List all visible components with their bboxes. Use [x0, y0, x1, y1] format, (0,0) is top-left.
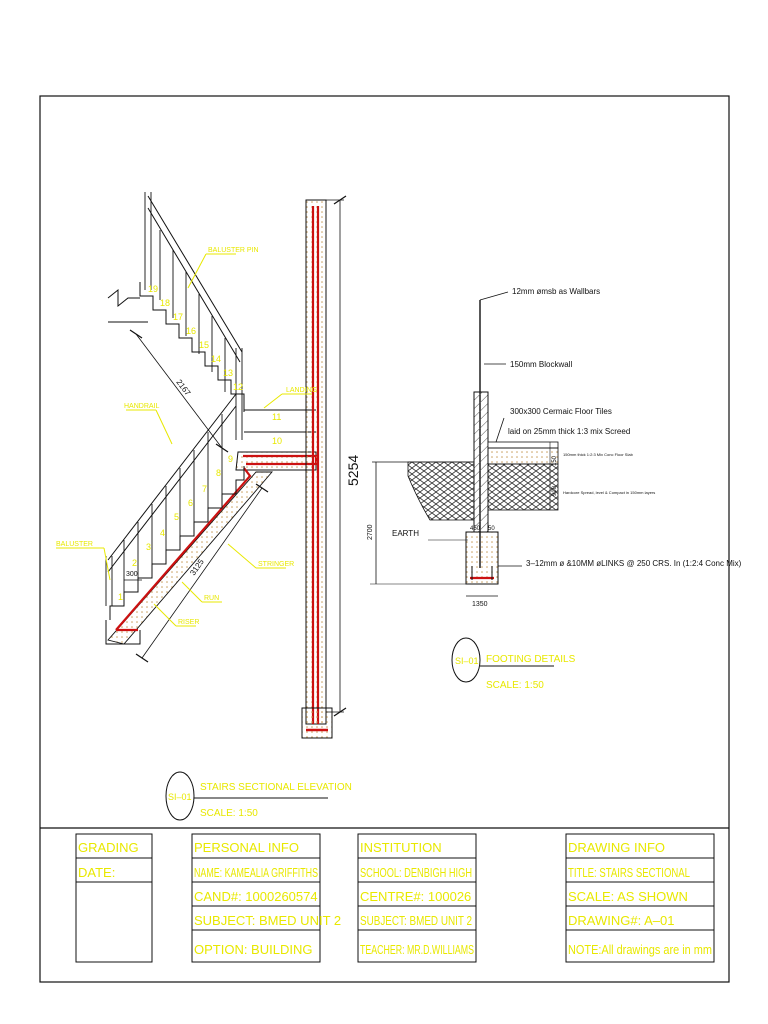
personal-cand: CAND#: 1000260574 — [194, 889, 318, 904]
dim-1350: 1350 — [472, 601, 488, 608]
dim-2700: 2700 — [367, 524, 374, 540]
note-earth: EARTH — [392, 529, 419, 538]
step-15: 15 — [199, 340, 209, 350]
label-stringer: STRINGER — [258, 561, 294, 568]
institution-teacher: TEACHER: MR.D.WILLIAMS — [360, 942, 474, 957]
dim-upper-flight: 2167 — [174, 378, 192, 398]
footing-title-tag: SI–01 — [455, 656, 479, 666]
label-baluster-pin: BALUSTER PIN — [208, 247, 259, 254]
footing-scale: SCALE: 1:50 — [486, 680, 544, 691]
step-16: 16 — [186, 326, 196, 336]
date-label: DATE: — [78, 865, 115, 880]
step-4: 4 — [160, 528, 165, 538]
step-18: 18 — [160, 298, 170, 308]
note-wallbars: 12mm ømsb as Wallbars — [512, 287, 600, 296]
titleblock — [75, 833, 715, 963]
step-numbers: 19 18 17 16 15 14 13 12 11 10 9 8 7 6 5 … — [118, 284, 282, 602]
step-2: 2 — [132, 558, 137, 568]
footing-notes: 12mm ømsb as Wallbars 150mm Blockwall 30… — [367, 287, 742, 608]
label-landing: LANDING — [286, 387, 317, 394]
grading-label: GRADING — [78, 840, 139, 855]
note-tiles-2: laid on 25mm thick 1:3 mix Screed — [508, 427, 630, 436]
drawing-note: NOTE:All drawings are in mm — [568, 942, 712, 957]
dim-900: 900 — [552, 485, 558, 496]
step-3: 3 — [146, 542, 151, 552]
stairs-title-tag: SI–01 — [168, 792, 192, 802]
step-12: 12 — [233, 382, 243, 392]
institution-school: SCHOOL: DENBIGH HIGH — [360, 865, 472, 880]
titleblock-text: GRADING DATE: PERSONAL INFO NAME: KAMEAL… — [78, 840, 712, 957]
stairs-scale: SCALE: 1:50 — [200, 808, 258, 819]
institution-centre: CENTRE#: 100026 — [360, 889, 471, 904]
drawing-header: DRAWING INFO — [568, 840, 665, 855]
step-7: 7 — [202, 484, 207, 494]
label-run: RUN — [204, 595, 219, 602]
step-11: 11 — [272, 412, 281, 422]
institution-subject: SUBJECT: BMED UNIT 2 — [360, 913, 472, 928]
step-6: 6 — [188, 498, 193, 508]
drawing-scale: SCALE: AS SHOWN — [568, 889, 688, 904]
step-17: 17 — [173, 312, 183, 322]
sheet-border — [39, 95, 730, 983]
personal-header: PERSONAL INFO — [194, 840, 299, 855]
stair-labels: BALUSTER PIN LANDING HANDRAIL BALUSTER S… — [56, 247, 317, 626]
note-bars: 3–12mm ø &10MM øLINKS @ 250 CRS. In (1:2… — [526, 559, 742, 568]
dim-150: 150 — [552, 455, 558, 466]
stair-elevation — [56, 192, 347, 739]
stairs-title: SI–01 STAIRS SECTIONAL ELEVATION SCALE: … — [165, 771, 352, 821]
label-baluster: BALUSTER — [56, 541, 93, 548]
note-blockwall: 150mm Blockwall — [510, 360, 572, 369]
personal-name: NAME: KAMEALIA GRIFFITHS — [194, 865, 318, 880]
drawing-title: TITLE: STAIRS SECTIONAL — [568, 865, 690, 880]
personal-option: OPTION: BUILDING — [194, 942, 312, 957]
dim-tread: 300 — [126, 571, 138, 578]
step-9: 9 — [228, 454, 233, 464]
step-10: 10 — [272, 436, 282, 446]
step-8: 8 — [216, 468, 221, 478]
step-5: 5 — [174, 512, 179, 522]
footing-detail — [370, 291, 559, 597]
note-hardcore: Hardcore Spread, level & Compact in 150m… — [563, 490, 655, 495]
step-14: 14 — [211, 354, 221, 364]
note-tiles-1: 300x300 Cermaic Floor Tiles — [510, 407, 612, 416]
step-19: 19 — [148, 284, 158, 294]
footing-title: SI–01 FOOTING DETAILS SCALE: 1:50 — [451, 637, 576, 691]
stairs-title-text: STAIRS SECTIONAL ELEVATION — [200, 782, 352, 793]
step-1: 1 — [118, 592, 123, 602]
personal-subject: SUBJECT: BMED UNIT 2 — [194, 913, 341, 928]
label-riser: RISER — [178, 619, 199, 626]
dim-450: 450 — [470, 526, 481, 532]
label-handrail: HANDRAIL — [124, 403, 160, 410]
drawing-number: DRAWING#: A–01 — [568, 913, 674, 928]
step-13: 13 — [223, 368, 233, 378]
dim-wall-height: 5254 — [345, 455, 361, 486]
dim-50: 50 — [488, 526, 495, 532]
note-slab: 150mm thick 1:2:3 Mix Conc Floor Slab — [563, 452, 634, 457]
footing-title-text: FOOTING DETAILS — [486, 654, 576, 665]
institution-header: INSTITUTION — [360, 840, 442, 855]
